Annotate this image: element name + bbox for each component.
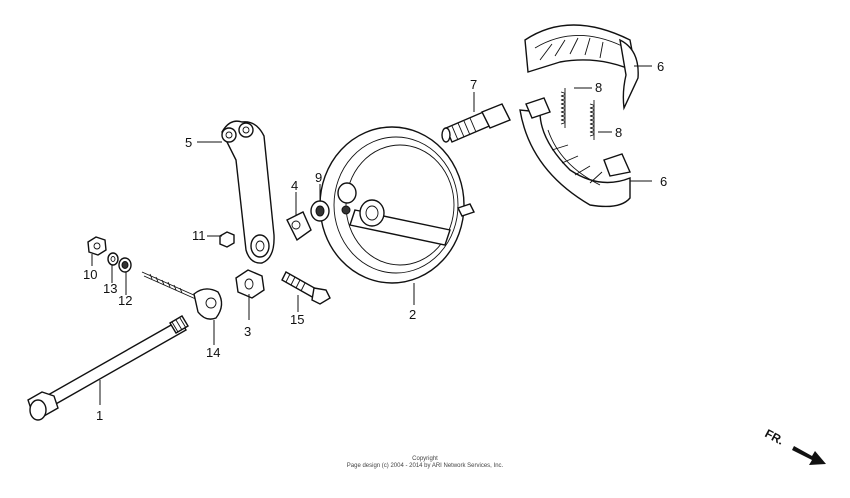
callout-14: 14	[206, 345, 220, 360]
callout-10: 10	[83, 267, 97, 282]
spring-washer	[107, 252, 119, 266]
callout-3: 3	[244, 324, 251, 339]
front-direction-indicator: FR.	[760, 420, 830, 470]
brake-spring-upper	[560, 88, 566, 128]
callout-2: 2	[409, 307, 416, 322]
brake-arm	[221, 120, 275, 264]
callout-7: 7	[470, 77, 477, 92]
brake-rod	[141, 271, 223, 320]
callout-13: 13	[103, 281, 117, 296]
copyright-title: Copyright	[412, 456, 438, 462]
brake-panel	[319, 126, 475, 284]
brake-cam	[441, 103, 511, 143]
callout-15: 15	[290, 312, 304, 327]
indicator-plate	[286, 211, 312, 242]
washer	[118, 257, 132, 273]
axle-bolt	[27, 315, 189, 421]
callout-5: 5	[185, 135, 192, 150]
callout-8-upper: 8	[595, 80, 602, 95]
callout-8-lower: 8	[615, 125, 622, 140]
oil-seal	[310, 200, 330, 222]
brake-spring-lower	[589, 100, 595, 140]
callout-1: 1	[96, 408, 103, 423]
copyright-notice: Copyright Page design (c) 2004 - 2014 by…	[300, 456, 550, 470]
washer-plate	[235, 269, 265, 299]
leader-lines	[91, 65, 652, 405]
nut	[87, 236, 107, 256]
copyright-text: Page design (c) 2004 - 2014 by ARI Netwo…	[346, 463, 504, 469]
callout-6-lower: 6	[660, 174, 667, 189]
brake-shoe-lower	[519, 97, 631, 208]
callout-labels: 1 2 3 4 5 6 6 7 8 8 9 10 11 12 13 14 15	[83, 59, 667, 423]
callout-9: 9	[315, 170, 322, 185]
arrow-right-icon	[792, 446, 826, 465]
callout-11: 11	[192, 228, 206, 243]
callout-6-upper: 6	[657, 59, 664, 74]
small-nut	[219, 231, 235, 248]
flange-bolt	[281, 271, 331, 305]
brake-shoe-upper	[524, 24, 639, 111]
callout-12: 12	[118, 293, 132, 308]
callout-4: 4	[291, 178, 298, 193]
front-direction-label: FR.	[763, 426, 787, 447]
